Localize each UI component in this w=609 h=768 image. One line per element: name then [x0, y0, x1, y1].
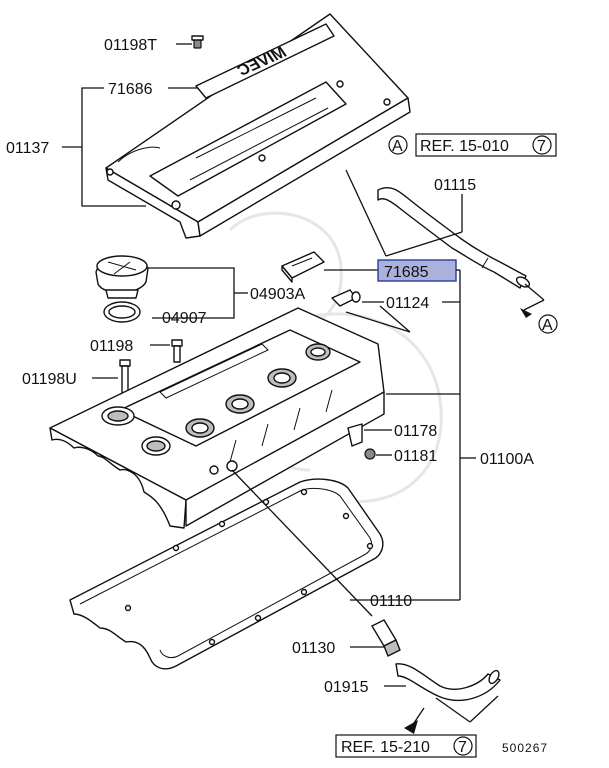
bolt-01181[interactable] [364, 448, 376, 460]
label-01100A: 01100A [480, 451, 534, 468]
oil-filler-cap-04903A[interactable] [95, 255, 149, 299]
caution-label-71685[interactable] [281, 251, 325, 283]
marker-A-bottom-callout[interactable]: A [538, 314, 558, 334]
diagram-code: 500267 [502, 741, 548, 755]
label-01181: 01181 [394, 448, 437, 465]
label-01198: 01198 [90, 338, 133, 355]
bolt-01198[interactable] [171, 339, 183, 363]
bolt-01198U[interactable] [119, 359, 131, 395]
engine-top-cover[interactable] [105, 13, 411, 239]
ref-15-010-callout[interactable]: A REF. 15-010 7 [388, 133, 557, 157]
label-01137: 01137 [6, 140, 49, 157]
label-71685: 71685 [384, 264, 429, 281]
label-04907: 04907 [162, 310, 207, 327]
o-ring-04907[interactable] [103, 301, 141, 323]
label-71686: 71686 [108, 81, 153, 98]
ref-15-010-num: 7 [537, 138, 546, 155]
pcv-hose-01915[interactable] [395, 663, 501, 701]
label-01178: 01178 [394, 423, 437, 440]
bolt-01198T[interactable] [191, 35, 204, 49]
label-01115: 01115 [434, 177, 476, 194]
ref-15-010-text: REF. 15-010 [420, 138, 509, 155]
label-01110: 01110 [370, 593, 412, 610]
rocker-cover-01100A[interactable] [49, 307, 385, 529]
label-01915: 01915 [324, 679, 369, 696]
pcv-valve-01130[interactable] [371, 619, 401, 657]
marker-A-bottom: A [542, 317, 553, 334]
marker-A-top: A [392, 138, 403, 155]
rocker-cover-gasket[interactable] [69, 478, 384, 670]
label-01130: 01130 [292, 640, 335, 657]
label-01198U: 01198U [22, 371, 77, 388]
ref-15-210-text: REF. 15-210 [341, 739, 430, 756]
label-01198T: 01198T [104, 37, 157, 54]
label-04903A: 04903A [250, 286, 305, 303]
bracket-01178[interactable] [347, 423, 363, 447]
label-01124: 01124 [386, 295, 429, 312]
ref-15-210-callout[interactable]: REF. 15-210 7 [335, 734, 477, 758]
elbow-fitting-01124[interactable] [331, 289, 361, 307]
ref-15-210-num: 7 [458, 739, 467, 756]
